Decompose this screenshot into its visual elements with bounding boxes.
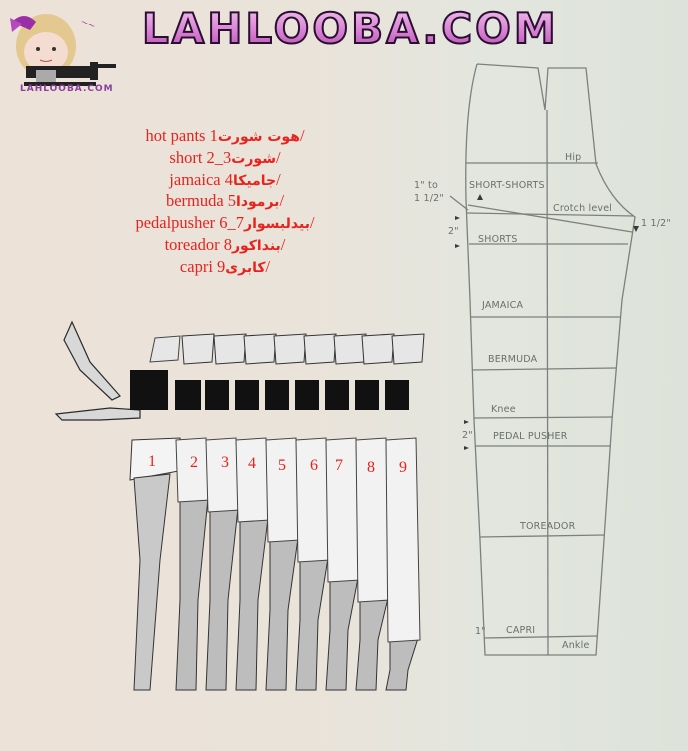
- legend: hot pants هوت شورت1/ short شورت3_2/ jama…: [110, 126, 340, 279]
- legend-item: bermuda برمودا5/: [165, 191, 285, 211]
- legend-item: toreador بنداكور8/: [164, 234, 286, 254]
- figure-number: 2: [190, 454, 198, 471]
- measure-left-top-2: 1 1/2": [414, 193, 444, 204]
- label-shorts: SHORTS: [478, 234, 518, 245]
- label-capri: CAPRI: [506, 625, 536, 636]
- label-pedal-pusher: PEDAL PUSHER: [493, 431, 568, 442]
- label-ankle: Ankle: [562, 640, 590, 651]
- figure-number: 3: [221, 454, 229, 471]
- legend-item: jamaica جاميكا4/: [169, 169, 281, 189]
- svg-text:~~: ~~: [79, 17, 97, 32]
- figure-number: 7: [335, 457, 343, 474]
- figure-number: 9: [399, 459, 407, 476]
- site-title: LAHLOOBA.COM: [141, 3, 559, 54]
- measure-right-side: 1 1/2": [641, 218, 671, 229]
- figure-number: 4: [248, 455, 256, 472]
- logo-mascot-icon: ~~: [10, 14, 116, 86]
- legend-item: capri كابرى9/: [179, 256, 271, 276]
- figure-number: 6: [310, 457, 318, 474]
- legend-item: hot pants هوت شورت1/: [145, 126, 305, 145]
- measure-shorts-gap: 2": [448, 226, 459, 237]
- legend-item: short شورت3_2/: [169, 147, 281, 167]
- legend-item: pedalpusher بيدلبسوار7_6/: [135, 213, 315, 233]
- figure-number: 1: [148, 453, 156, 470]
- figure-1: [129, 335, 185, 691]
- label-hip: Hip: [565, 152, 582, 163]
- logo-caption: LAHLOOBA.COM: [20, 84, 114, 94]
- measure-left-top-1: 1" to: [414, 180, 438, 191]
- logo: ~~: [6, 4, 124, 96]
- label-bermuda: BERMUDA: [488, 354, 538, 365]
- measure-capri-gap: 1": [475, 626, 486, 637]
- figure-number: 5: [278, 457, 286, 474]
- label-knee: Knee: [491, 404, 516, 415]
- figure-number: 8: [367, 459, 375, 476]
- label-crotch-level: Crotch level: [553, 203, 613, 214]
- label-toreador: TOREADOR: [520, 521, 576, 532]
- label-jamaica: JAMAICA: [482, 300, 524, 311]
- label-short-shorts: SHORT-SHORTS: [469, 180, 545, 191]
- measure-pedal-gap: 2": [462, 430, 473, 441]
